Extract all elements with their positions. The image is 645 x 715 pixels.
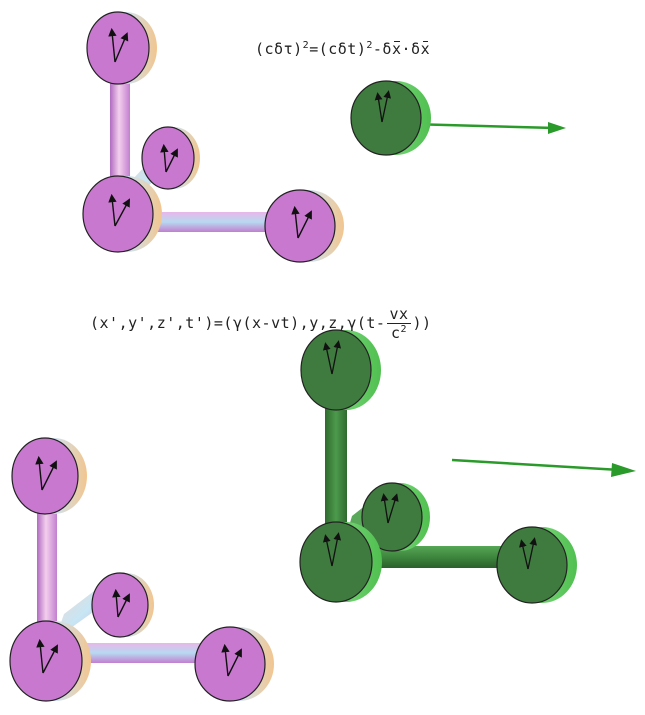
lorentz-den-exponent: 2 bbox=[400, 324, 408, 335]
clock-icon bbox=[194, 626, 274, 702]
velocity-arrow-icon bbox=[409, 122, 556, 130]
clock-icon bbox=[141, 126, 200, 190]
interval-equation: (cδτ)2=(cδt)2-δx·δx bbox=[255, 40, 430, 58]
interval-rhs: (cδt) bbox=[318, 40, 367, 58]
clock-icon bbox=[300, 329, 381, 411]
interval-lhs: (cδτ) bbox=[255, 40, 303, 58]
interval-equals: = bbox=[309, 40, 319, 58]
moving-frame-bottom bbox=[299, 329, 636, 604]
lorentz-den-c: c bbox=[390, 324, 401, 342]
clock-icon bbox=[264, 189, 344, 263]
clock-icon bbox=[496, 526, 577, 604]
interval-dot-delta: ·δ bbox=[401, 40, 421, 58]
clock-icon bbox=[299, 521, 382, 603]
interval-lhs-exponent: 2 bbox=[302, 40, 310, 51]
clock-icon bbox=[11, 437, 87, 515]
clock-icon bbox=[350, 80, 431, 156]
clock-icon bbox=[9, 620, 91, 702]
rod-vertical bbox=[37, 490, 57, 640]
rod-vertical bbox=[110, 70, 130, 210]
rod-horizontal bbox=[130, 212, 290, 232]
clock-icon bbox=[82, 175, 162, 253]
interval-rhs-exponent: 2 bbox=[366, 40, 373, 51]
moving-clock-top bbox=[350, 80, 566, 156]
lorentz-close: )) bbox=[412, 314, 432, 332]
rest-frame-bottom bbox=[9, 437, 274, 702]
lorentz-lhs: (x',y',z',t')=(γ(x-vt),y,z,γ(t- bbox=[90, 314, 386, 332]
rest-frame-top bbox=[82, 11, 344, 263]
lorentz-fraction-numerator: vx bbox=[387, 305, 411, 324]
velocity-arrowhead bbox=[548, 122, 566, 134]
lorentz-fraction-denominator: c2 bbox=[387, 324, 410, 342]
interval-vector-x1: x bbox=[391, 40, 402, 58]
rod-vertical bbox=[325, 385, 347, 550]
clock-icon bbox=[361, 482, 430, 552]
clock-icon bbox=[91, 572, 154, 638]
velocity-arrow-icon bbox=[451, 458, 621, 472]
clock-icon bbox=[86, 11, 157, 85]
rod-horizontal bbox=[60, 643, 220, 663]
velocity-arrowhead bbox=[611, 463, 636, 477]
interval-minus-delta: -δ bbox=[372, 40, 392, 58]
interval-vector-x2: x bbox=[420, 40, 431, 58]
